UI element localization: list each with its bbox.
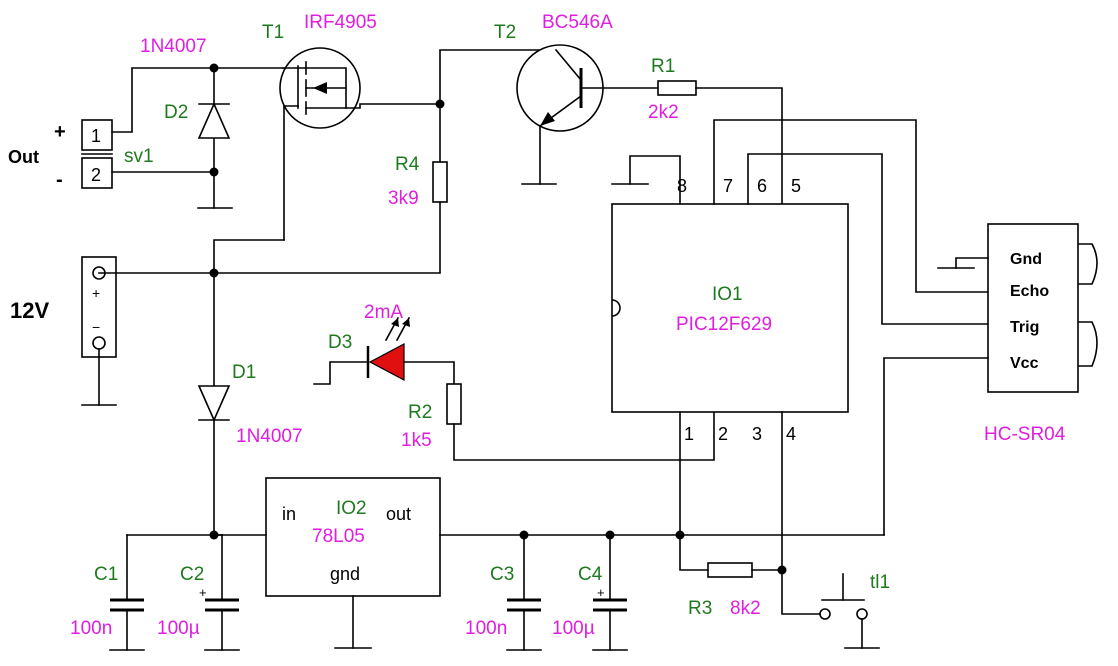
- c2-value: 100µ: [157, 618, 200, 639]
- tl1-name: tl1: [870, 572, 890, 593]
- c3-name: C3: [490, 564, 514, 585]
- pic-pin5: 5: [791, 176, 801, 196]
- supply-minus-label: −: [92, 319, 100, 335]
- sv1-pin2-label: 2: [91, 165, 101, 185]
- led-d3: [366, 316, 411, 381]
- r3-value: 8k2: [730, 598, 761, 619]
- d3-current: 2mA: [364, 302, 403, 323]
- sensor-echo-label: Echo: [1010, 283, 1049, 300]
- ic-io1: [611, 203, 849, 413]
- r2-name: R2: [408, 402, 432, 423]
- supply-voltage-label: 12V: [10, 298, 49, 323]
- pic-pin2: 2: [718, 424, 728, 444]
- d1-name: D1: [232, 362, 256, 383]
- t1-name: T1: [262, 22, 284, 43]
- sv1-name: sv1: [124, 146, 154, 167]
- r1-name: R1: [651, 56, 675, 77]
- io2-part: 78L05: [312, 526, 365, 547]
- sensor-hc-sr04: [987, 223, 1098, 393]
- io2-in-label: in: [282, 504, 296, 524]
- pushbutton-tl1: [819, 573, 880, 649]
- io2-gnd-label: gnd: [330, 564, 360, 584]
- transistor-t1: [279, 47, 441, 241]
- out-plus-label: +: [54, 121, 66, 143]
- sensor-trig-label: Trig: [1010, 319, 1039, 336]
- io2-out-label: out: [386, 504, 411, 524]
- r2-value: 1k5: [401, 430, 432, 451]
- io1-part: PIC12F629: [676, 314, 772, 335]
- supply-plus-label: +: [92, 285, 100, 301]
- sensor-vcc-label: Vcc: [1010, 355, 1039, 372]
- c4-name: C4: [578, 564, 603, 585]
- pic-pin8: 8: [677, 176, 687, 196]
- io2-name: IO2: [336, 498, 367, 519]
- c1-value: 100n: [70, 618, 112, 639]
- diode-d2: [197, 102, 231, 139]
- t1-part: IRF4905: [304, 12, 377, 33]
- sv1-pin1-label: 1: [91, 126, 101, 146]
- capacitor-c1: [109, 534, 145, 651]
- c4-value: 100µ: [552, 618, 595, 639]
- diode-d1: [197, 385, 231, 422]
- pic-pin4: 4: [786, 424, 796, 444]
- out-label: Out: [8, 147, 39, 167]
- d1-part: 1N4007: [236, 426, 303, 447]
- c4-polarity-mark: +: [597, 585, 605, 600]
- resistor-r2: [446, 383, 462, 425]
- r3-name: R3: [688, 598, 712, 619]
- pic-pin3: 3: [752, 424, 762, 444]
- capacitor-c2: [204, 534, 240, 651]
- c2-polarity-mark: +: [199, 585, 207, 600]
- r1-value: 2k2: [648, 102, 679, 123]
- resistor-r1: [657, 80, 697, 96]
- d2-name: D2: [164, 102, 188, 123]
- r4-name: R4: [395, 154, 420, 175]
- pic-pin6: 6: [757, 176, 767, 196]
- c1-name: C1: [94, 564, 118, 585]
- capacitor-c4: [592, 534, 628, 651]
- transistor-t2: [516, 44, 659, 185]
- resistor-r4: [432, 161, 448, 203]
- t2-name: T2: [494, 22, 516, 43]
- pic-pin1: 1: [684, 424, 694, 444]
- pic-pin7: 7: [723, 176, 733, 196]
- t2-part: BC546A: [542, 12, 613, 33]
- d3-name: D3: [328, 332, 352, 353]
- c2-name: C2: [180, 564, 204, 585]
- d2-part: 1N4007: [140, 36, 207, 57]
- out-minus-label: -: [56, 169, 63, 191]
- capacitor-c3: [506, 534, 542, 651]
- sensor-gnd-label: Gnd: [1010, 251, 1042, 268]
- regulator-io2: [265, 477, 441, 597]
- io1-name: IO1: [712, 284, 743, 305]
- c3-value: 100n: [465, 618, 507, 639]
- resistor-r3: [707, 562, 753, 578]
- r4-value: 3k9: [388, 188, 419, 209]
- connector-sv1: 1 2: [81, 119, 113, 189]
- sensor-name: HC-SR04: [984, 424, 1066, 445]
